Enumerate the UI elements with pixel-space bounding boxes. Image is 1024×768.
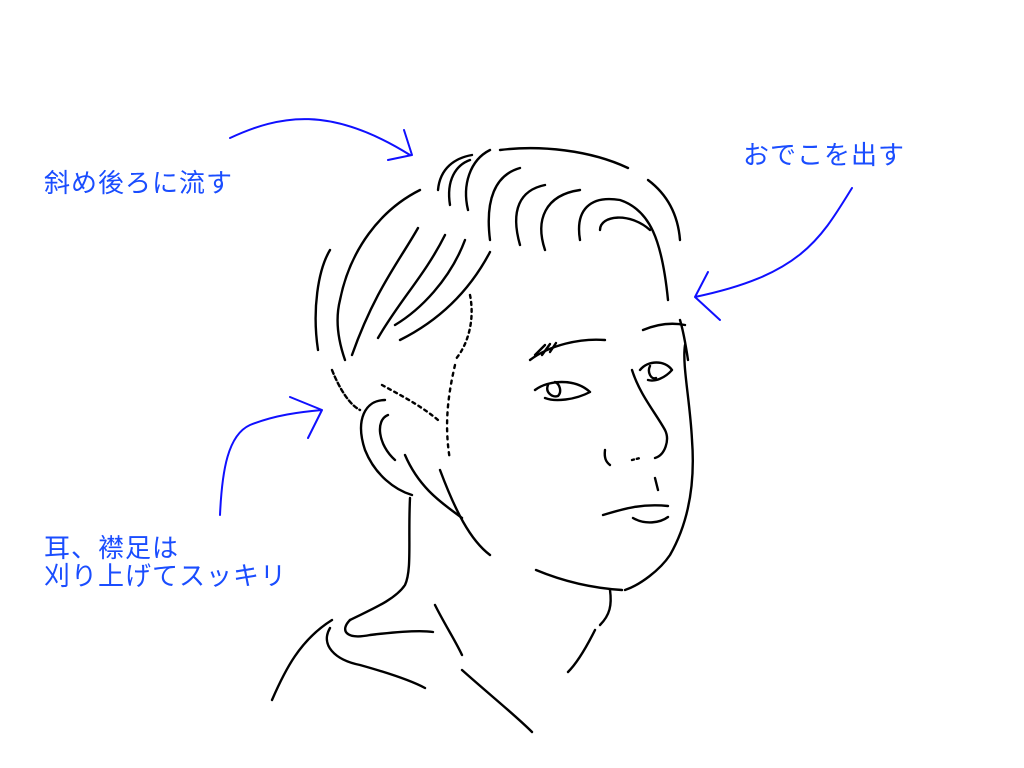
- hair-strand: [540, 188, 582, 252]
- hair-strand: [487, 166, 522, 242]
- hair-strand: [598, 216, 652, 232]
- collar: [433, 603, 464, 657]
- eye: [647, 364, 658, 380]
- nose: [603, 448, 612, 467]
- face-contour: [534, 568, 624, 592]
- hair-strand: [436, 153, 474, 192]
- neck: [348, 496, 412, 622]
- hair-strand: [447, 158, 472, 207]
- face-contour: [623, 343, 695, 592]
- eye: [546, 380, 562, 398]
- face-contour: [438, 468, 492, 557]
- hair-strand: [350, 226, 420, 357]
- annotation-ear-line1: 耳、襟足は: [44, 534, 180, 564]
- eyebrow: [641, 322, 687, 332]
- shoulder: [460, 668, 534, 734]
- hair-strand: [393, 238, 467, 327]
- annotation-forehead: おでこを出す: [743, 141, 906, 171]
- arrow-forehead: [694, 187, 853, 321]
- collar: [344, 618, 435, 638]
- hair-strand: [330, 368, 362, 412]
- nose: [630, 368, 669, 460]
- hair-strand: [577, 197, 670, 302]
- nose: [630, 456, 642, 462]
- eyebrow: [533, 341, 558, 357]
- hair-strand: [646, 178, 682, 242]
- hair-strand: [498, 146, 630, 170]
- nose: [653, 476, 660, 492]
- face-contour: [678, 318, 690, 362]
- neck: [598, 588, 612, 627]
- hair-strand: [376, 233, 447, 340]
- hair-strand: [445, 363, 457, 462]
- hair-strand: [464, 148, 492, 212]
- collar: [325, 626, 427, 690]
- arrow-hair-back: [229, 118, 413, 161]
- neck: [566, 628, 597, 674]
- hair-strand: [380, 383, 440, 422]
- ear: [359, 398, 414, 497]
- ear: [378, 413, 397, 462]
- hair-strand: [398, 250, 492, 342]
- hair-strand: [515, 183, 547, 247]
- hair-strand: [336, 188, 422, 362]
- eye: [533, 380, 592, 402]
- mouth: [631, 515, 670, 524]
- shoulder: [270, 618, 334, 702]
- annotation-hair-back: 斜め後ろに流す: [44, 169, 234, 199]
- arrow-ear: [219, 396, 323, 516]
- annotation-ear-line2: 刈り上げてスッキリ: [44, 562, 288, 592]
- hair-strand: [453, 293, 473, 362]
- face-contour: [403, 453, 464, 520]
- mouth: [601, 504, 670, 517]
- hair-strand: [314, 248, 332, 352]
- eyebrow: [528, 338, 607, 362]
- eye: [638, 361, 674, 382]
